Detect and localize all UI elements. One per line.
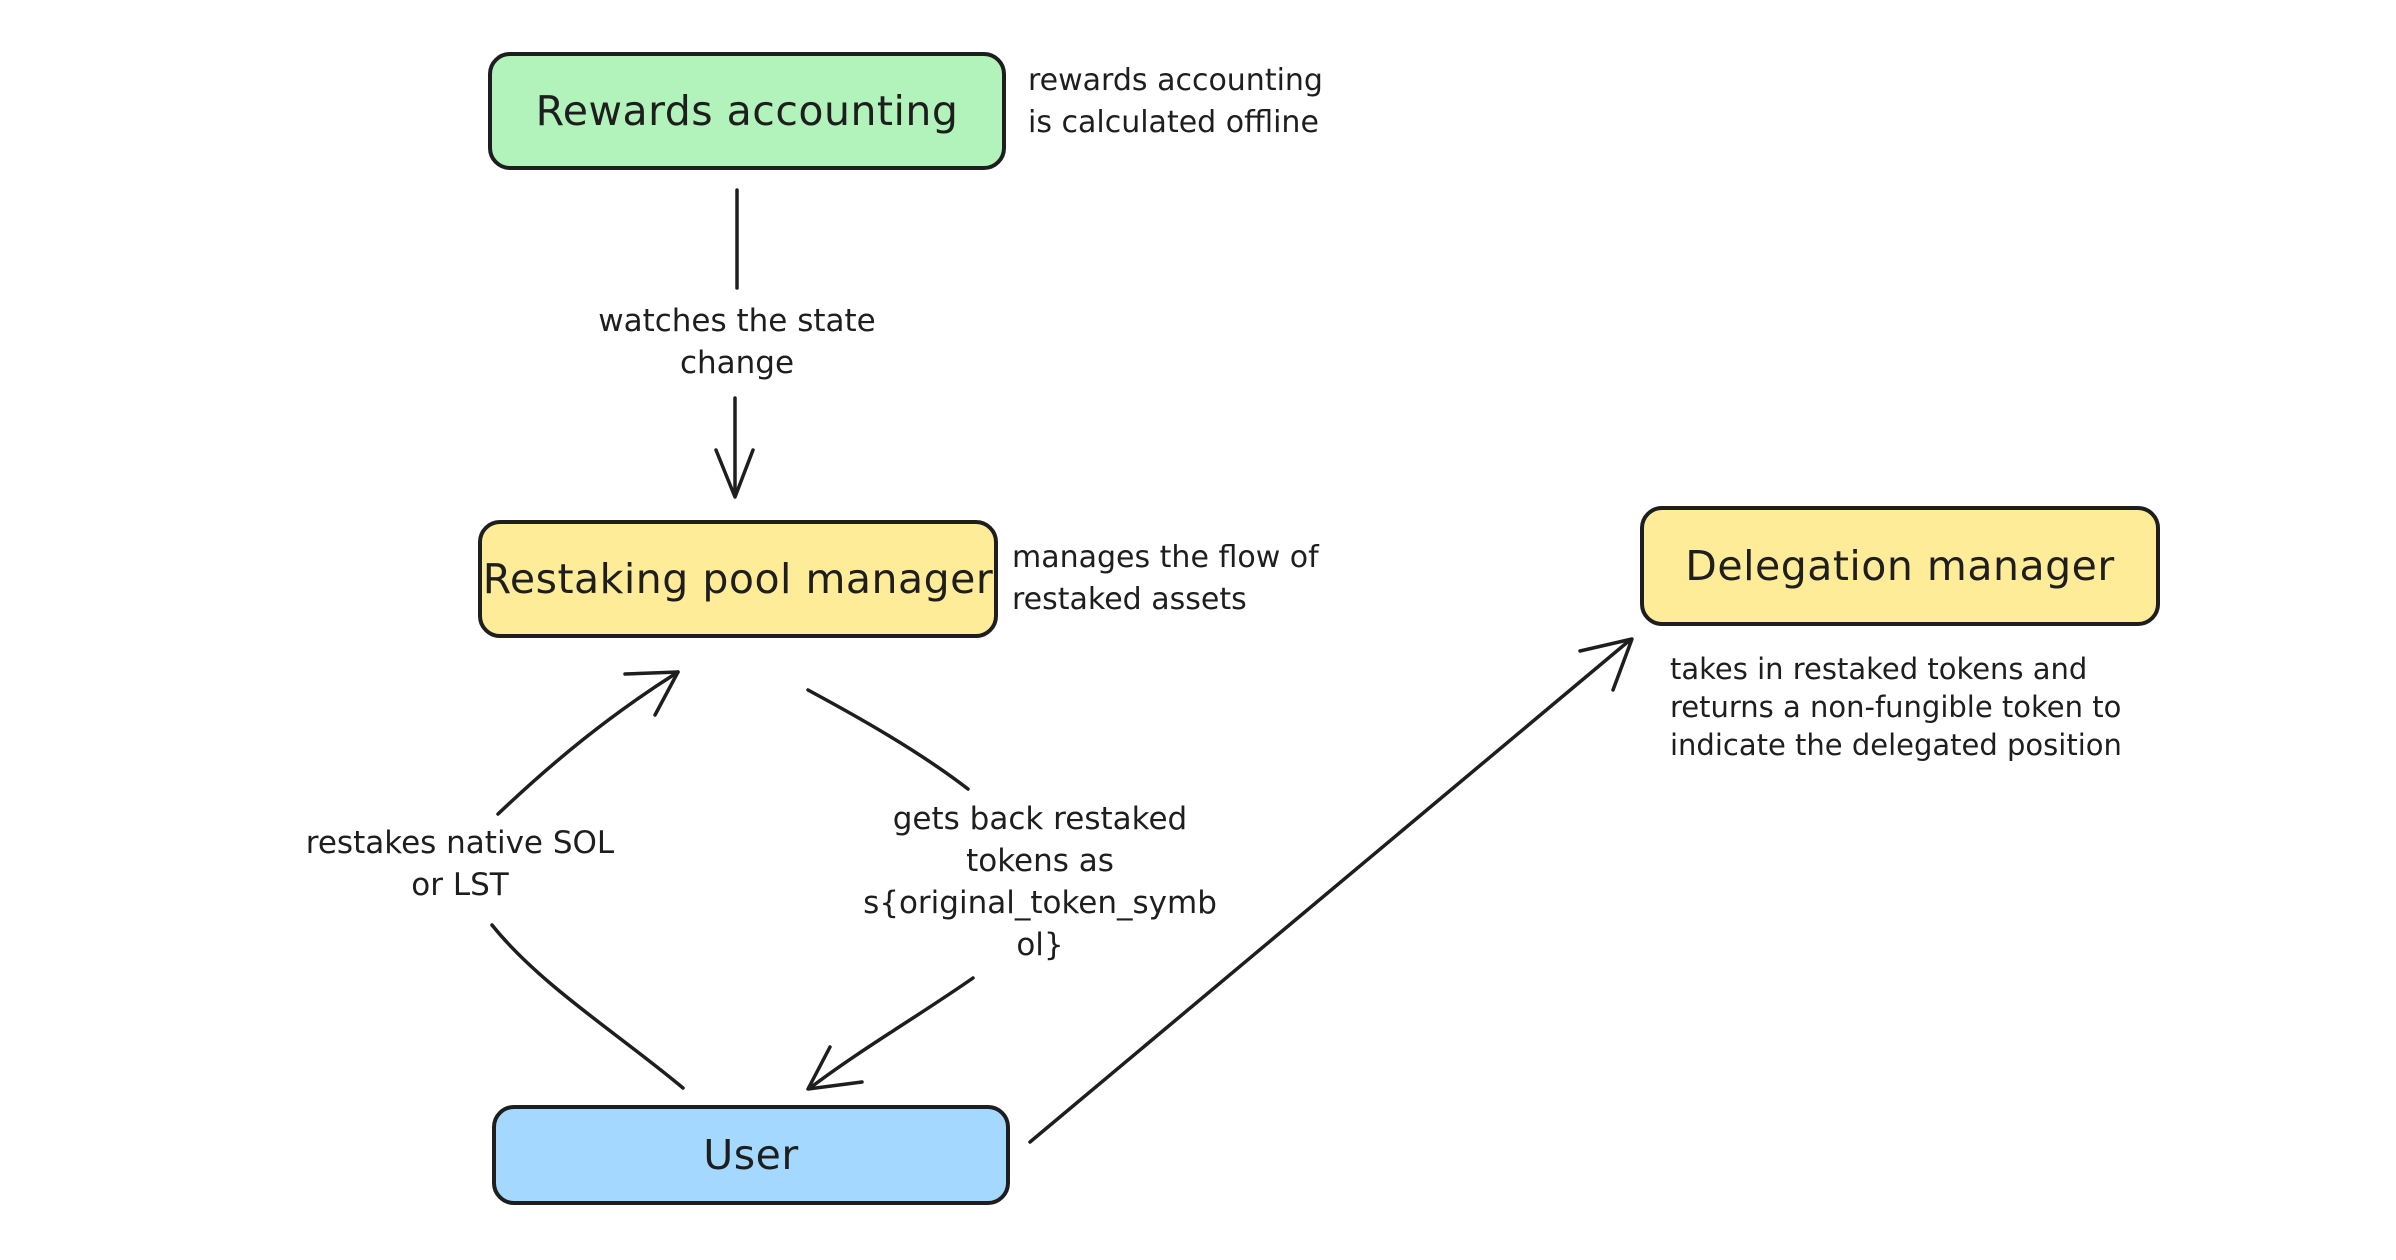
arrow-user-to-delegation — [1028, 638, 1632, 1144]
rewards-note-line-1: rewards accounting — [1028, 63, 1323, 98]
restaking-note-line-1: manages the flow of — [1012, 540, 1319, 575]
arrow-restakes-segment-bottom — [490, 923, 685, 1090]
delegation-note-line-1: takes in restaked tokens and — [1670, 652, 2088, 686]
rewards-note-line-2: is calculated offline — [1028, 105, 1319, 140]
rewards-note: rewards accounting is calculated offline — [1028, 60, 1323, 144]
restakes-label-line-2: or LST — [411, 867, 509, 903]
user-box[interactable]: User — [492, 1105, 1010, 1205]
restaking-note: manages the flow of restaked assets — [1012, 537, 1319, 621]
gets-back-label-line-3: s{original_token_symb — [863, 885, 1217, 921]
arrow-watches-state-head — [714, 448, 755, 499]
restakes-label-line-1: restakes native SOL — [305, 825, 615, 861]
restakes-label: restakes native SOL or LST — [275, 822, 645, 906]
delegation-note: takes in restaked tokens and returns a n… — [1670, 650, 2122, 764]
arrow-gets-back-head — [806, 1045, 864, 1091]
watches-state-label-line-1: watches the state — [598, 303, 876, 339]
gets-back-label: gets back restaked tokens as s{original_… — [855, 798, 1225, 966]
arrow-restakes-segment-top — [496, 670, 680, 816]
delegation-note-line-2: returns a non-fungible token to — [1670, 690, 2122, 724]
watches-state-label-line-2: change — [679, 345, 795, 381]
rewards-accounting-box[interactable]: Rewards accounting — [488, 52, 1006, 170]
arrow-user-to-delegation-head — [1578, 637, 1634, 692]
watches-state-label: watches the state change — [557, 300, 917, 384]
gets-back-label-line-2: tokens as — [966, 843, 1114, 879]
gets-back-label-line-1: gets back restaked — [892, 801, 1188, 837]
arrow-restakes-head — [623, 670, 680, 717]
arrow-gets-back-segment-top — [806, 688, 970, 791]
delegation-note-line-3: indicate the delegated position — [1670, 728, 2122, 762]
restaking-note-line-2: restaked assets — [1012, 582, 1247, 617]
restaking-pool-manager-box[interactable]: Restaking pool manager — [478, 520, 998, 638]
arrow-gets-back-segment-bottom — [808, 976, 975, 1090]
delegation-manager-box[interactable]: Delegation manager — [1640, 506, 2160, 626]
gets-back-label-line-4: ol} — [1016, 927, 1064, 963]
